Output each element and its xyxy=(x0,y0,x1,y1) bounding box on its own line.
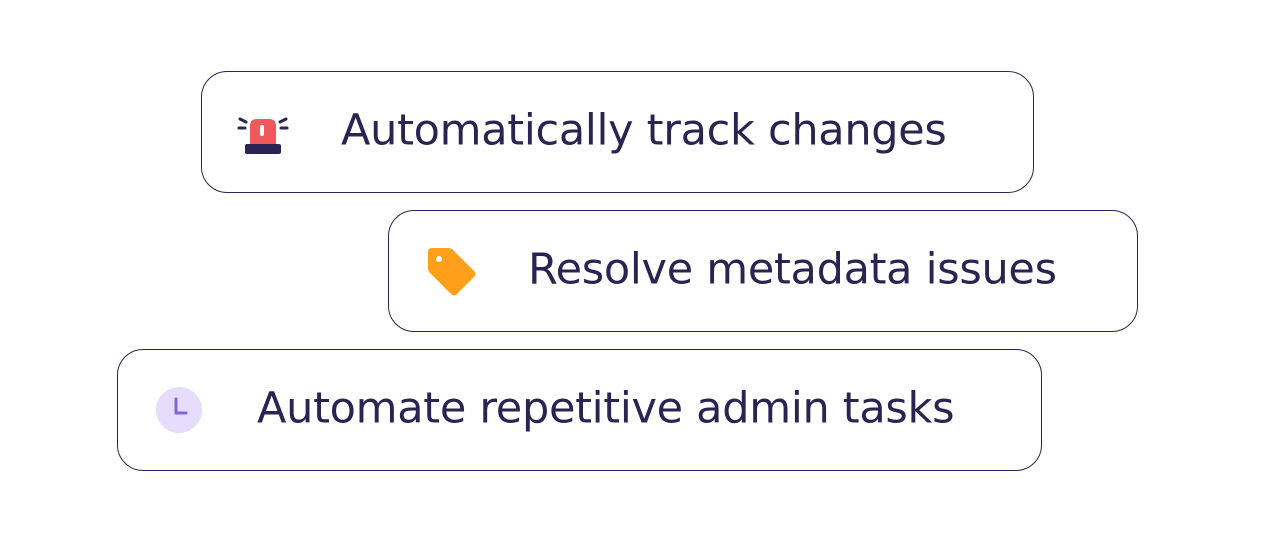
feature-card-metadata-issues: Resolve metadata issues xyxy=(388,210,1138,332)
feature-label: Resolve metadata issues xyxy=(528,244,1057,295)
clock-icon xyxy=(156,387,202,433)
feature-label: Automate repetitive admin tasks xyxy=(257,383,955,434)
feature-label: Automatically track changes xyxy=(341,105,947,156)
feature-card-track-changes: Automatically track changes xyxy=(201,71,1034,193)
feature-card-admin-tasks: Automate repetitive admin tasks xyxy=(117,349,1042,471)
siren-icon xyxy=(237,117,289,154)
tag-icon xyxy=(428,248,476,296)
